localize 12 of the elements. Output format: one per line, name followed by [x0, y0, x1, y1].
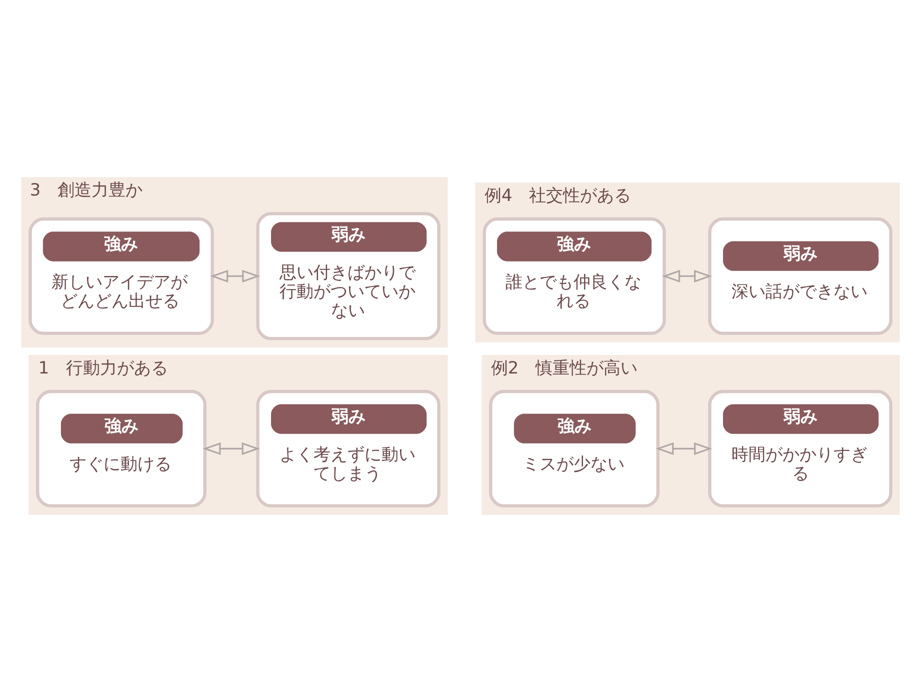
node-box: 強み すぐに動ける	[36, 389, 206, 507]
arrow	[202, 442, 260, 454]
node-box: 弱み よく考えずに動いてしまう	[256, 389, 440, 507]
node-box: 弱み 思い付きばかりで行動がついていかない	[256, 212, 440, 340]
arrow	[210, 269, 260, 282]
node-box: 強み ミスが少ない	[489, 389, 660, 507]
arrow	[662, 269, 712, 282]
node-box: 強み 誰とでも仲良くなれる	[482, 216, 666, 334]
node-box: 弱み 深い話ができない	[708, 216, 892, 334]
arrow	[656, 442, 712, 454]
node-box: 強み 新しいアイデアがどんどん出せる	[28, 216, 214, 334]
node-box: 弱み 時間がかかりすぎる	[708, 389, 892, 507]
